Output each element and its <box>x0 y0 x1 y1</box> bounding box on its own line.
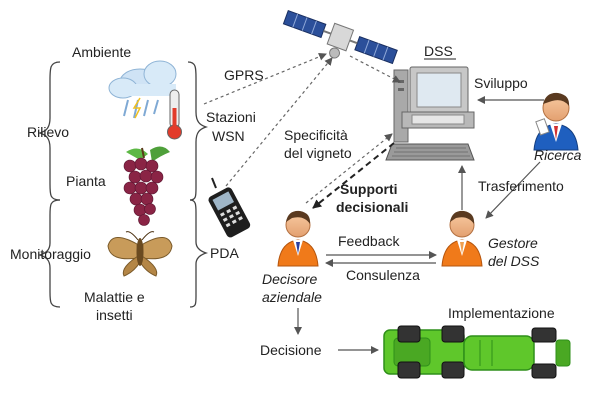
label-consulenza: Consulenza <box>346 267 420 283</box>
right-brace-sensors <box>187 61 209 201</box>
grape-bunch-icon <box>123 146 170 226</box>
label-implementazione: Implementazione <box>448 305 555 321</box>
label-trasferimento: Trasferimento <box>478 178 564 194</box>
arrow-pda-to-satellite <box>225 57 333 187</box>
label-malattie-line2: insetti <box>96 307 133 323</box>
label-malattie-line1: Malattie e <box>84 289 145 305</box>
label-ambiente: Ambiente <box>72 44 131 60</box>
right-brace-pda <box>189 199 209 308</box>
label-specificita-line1: Specificità <box>284 127 348 143</box>
label-gprs: GPRS <box>224 67 264 83</box>
label-decisore-line1: Decisore <box>262 271 317 287</box>
thermometer-icon <box>167 89 182 140</box>
label-stazioni-line2: WSN <box>212 128 245 144</box>
label-rilievo: Rilievo <box>27 124 69 140</box>
satellite-icon <box>282 10 398 65</box>
label-decisore-line2: aziendale <box>262 289 322 305</box>
label-ricerca: Ricerca <box>534 147 582 163</box>
left-brace-monitoring <box>37 199 61 308</box>
label-feedback: Feedback <box>338 233 400 249</box>
arrow-research-to-manager <box>485 161 541 219</box>
label-dss: DSS <box>424 43 453 59</box>
label-decisione: Decisione <box>260 342 322 358</box>
label-gestore-line2: del DSS <box>488 253 540 269</box>
label-monitoraggio: Monitoraggio <box>10 246 91 262</box>
arrow-dss-to-decisore <box>312 142 395 209</box>
decision-maker-person-icon <box>277 210 319 267</box>
weather-cloud-icon <box>108 60 177 119</box>
arrow-decisore-to-dss <box>305 133 393 204</box>
dss-computer-icon <box>385 66 475 161</box>
tractor-icon <box>383 325 571 379</box>
label-stazioni-line1: Stazioni <box>206 109 256 125</box>
label-pda: PDA <box>210 245 239 261</box>
dss-manager-person-icon <box>441 210 483 267</box>
pda-device-icon <box>208 177 251 238</box>
label-specificita-line2: del vigneto <box>284 145 352 161</box>
label-supporti-line2: decisionali <box>336 199 408 215</box>
left-brace-environment <box>37 61 61 201</box>
moth-icon <box>107 231 173 277</box>
researcher-person-icon <box>533 92 579 151</box>
label-pianta: Pianta <box>66 173 106 189</box>
label-sviluppo: Sviluppo <box>474 75 528 91</box>
label-gestore-line1: Gestore <box>488 235 538 251</box>
arrow-stazioni-to-satellite <box>203 52 327 105</box>
label-supporti-line1: Supporti <box>340 181 398 197</box>
